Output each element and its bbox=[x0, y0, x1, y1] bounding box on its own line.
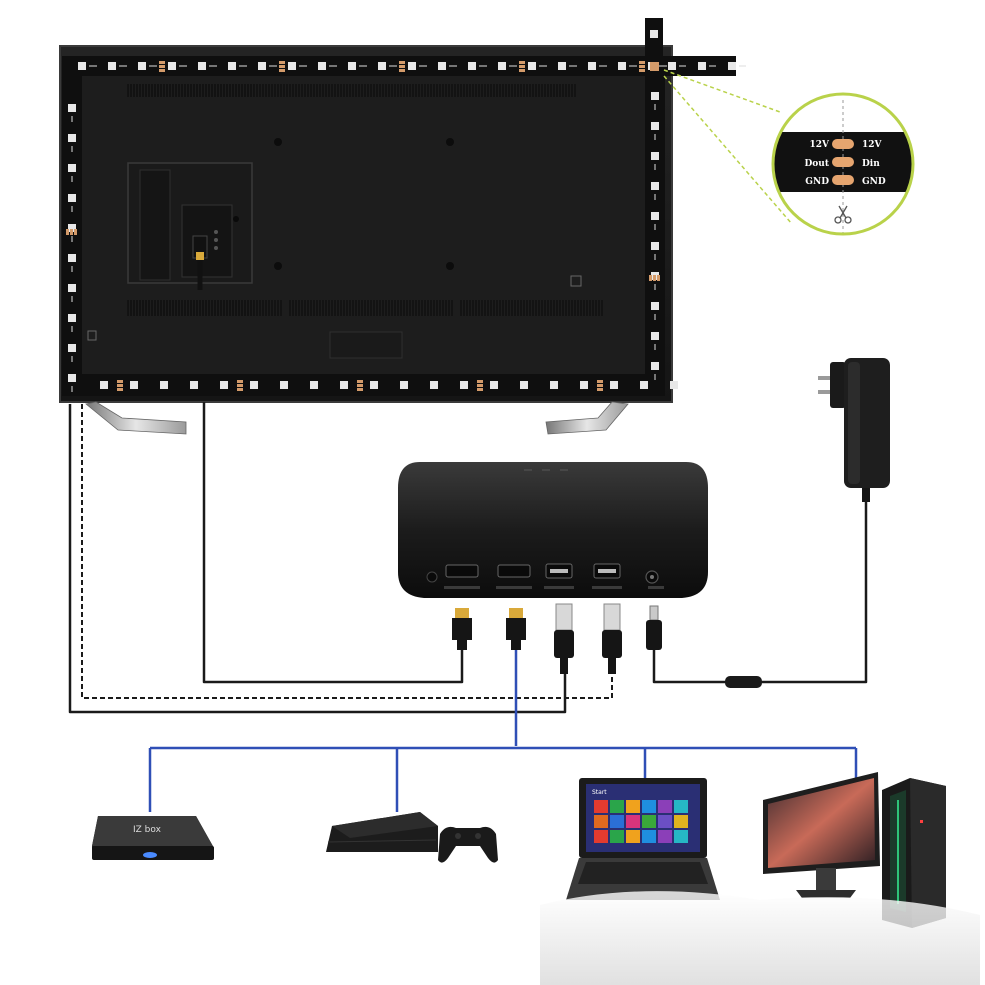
cable-ferrite bbox=[725, 676, 762, 688]
scissors-icon bbox=[834, 205, 852, 224]
hdmi-source-lines bbox=[148, 650, 858, 812]
power-adapter-icon bbox=[818, 358, 890, 502]
game-console-icon bbox=[326, 812, 498, 863]
tv-back bbox=[59, 45, 673, 435]
tv-box-brand: IZ box bbox=[133, 825, 162, 835]
desktop-pc-icon bbox=[763, 772, 946, 928]
pad-12v bbox=[832, 139, 854, 149]
pad-label-right-2: Din bbox=[862, 159, 880, 169]
tv-vents-top bbox=[127, 84, 576, 97]
laptop-icon: Start bbox=[566, 778, 720, 900]
pad-label-right-1: 12V bbox=[862, 140, 883, 150]
pad-data bbox=[832, 157, 854, 167]
tv-box-icon: IZ box bbox=[92, 816, 214, 860]
hdmi-sync-box bbox=[398, 462, 708, 598]
pad-label-right-3: GND bbox=[862, 177, 886, 187]
pad-label-left-3: GND bbox=[805, 177, 829, 187]
cable-runs bbox=[68, 402, 868, 714]
cable-plugs bbox=[452, 603, 662, 674]
pad-gnd bbox=[832, 175, 854, 185]
laptop-start-label: Start bbox=[592, 789, 607, 796]
strip-zoom-callout: 12V Dout GND 12V Din GND bbox=[663, 69, 915, 236]
tv-vents-bottom bbox=[127, 300, 603, 316]
pad-label-left-2: Dout bbox=[804, 159, 829, 169]
pad-label-left-1: 12V bbox=[809, 140, 830, 150]
